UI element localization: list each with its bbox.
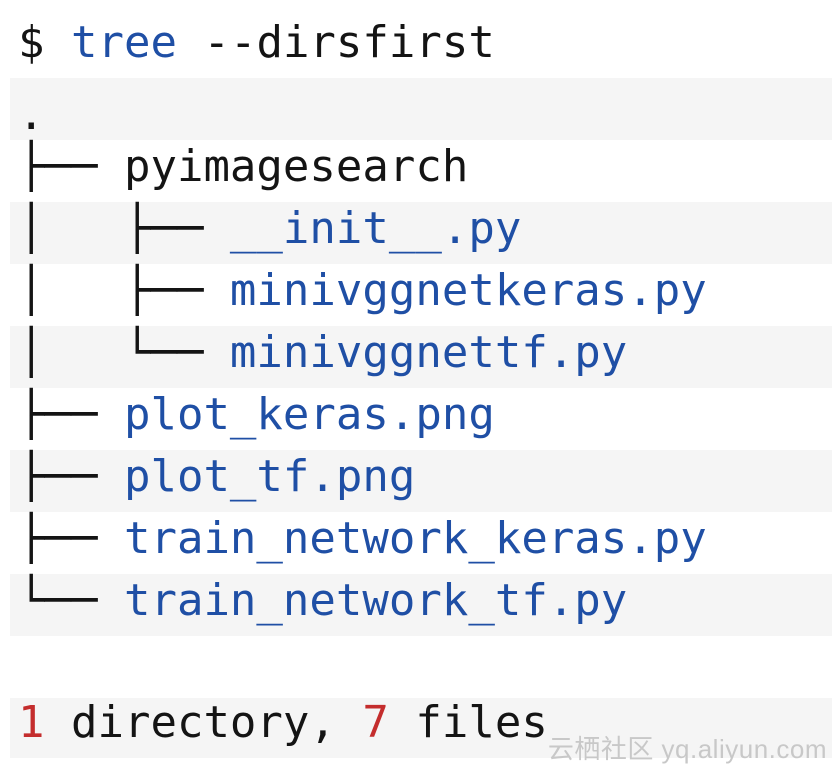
tree-entry: ├── pyimagesearch [18,136,468,198]
stripe [10,78,832,140]
tree-branch: │ ├── [18,265,230,316]
file-name: plot_keras [123,389,389,440]
watermark: 云栖社区 yq.aliyun.com [547,734,827,764]
file-extension: .png [388,389,495,440]
tree-root: . [18,84,45,146]
file-count: 7 [362,697,389,748]
tree-entry: ├── train_network_keras.py [18,508,707,570]
stripe [10,512,832,574]
directory-name: pyimagesearch [123,141,469,192]
stripe [10,388,832,450]
stripe [10,264,832,326]
tree-branch: │ ├── [18,203,230,254]
directory-count: 1 [18,697,45,748]
root-dot: . [18,89,45,140]
tree-entry: │ └── minivggnettf.py [18,322,627,384]
tree-branch: ├── [18,451,124,502]
prompt-symbol: $ [18,17,45,68]
command-flag: --dirsfirst [203,17,495,68]
file-name: minivggnetkeras [229,265,628,316]
command-line: $ tree --dirsfirst [18,12,495,74]
stripe [10,0,832,78]
stripe [10,574,832,636]
tree-branch: ├── [18,141,124,192]
directory-label: directory, [44,697,363,748]
file-name: train_network_tf [123,575,548,626]
file-name: minivggnettf [229,327,548,378]
file-extension: .py [441,203,522,254]
summary-line: 1 directory, 7 files [18,692,548,754]
file-extension: .png [309,451,416,502]
command-name: tree [71,17,177,68]
tree-entry: └── train_network_tf.py [18,570,627,632]
stripe [10,698,832,758]
stripe [10,326,832,388]
file-name: train_network_keras [123,513,628,564]
stripe [10,450,832,512]
tree-entry: ├── plot_keras.png [18,384,495,446]
file-name: plot_tf [123,451,310,502]
tree-branch: ├── [18,513,124,564]
tree-entry: ├── plot_tf.png [18,446,415,508]
tree-entry: │ ├── __init__.py [18,198,521,260]
file-extension: .py [547,575,628,626]
stripe [10,202,832,264]
tree-branch: │ └── [18,327,230,378]
tree-branch: ├── [18,389,124,440]
tree-branch: └── [18,575,124,626]
tree-entry: │ ├── minivggnetkeras.py [18,260,707,322]
file-extension: .py [547,327,628,378]
stripe [10,140,832,202]
file-name: __init__ [229,203,442,254]
stripe [10,636,832,698]
file-extension: .py [627,513,707,564]
file-label: files [388,697,548,748]
file-extension: .py [627,265,707,316]
